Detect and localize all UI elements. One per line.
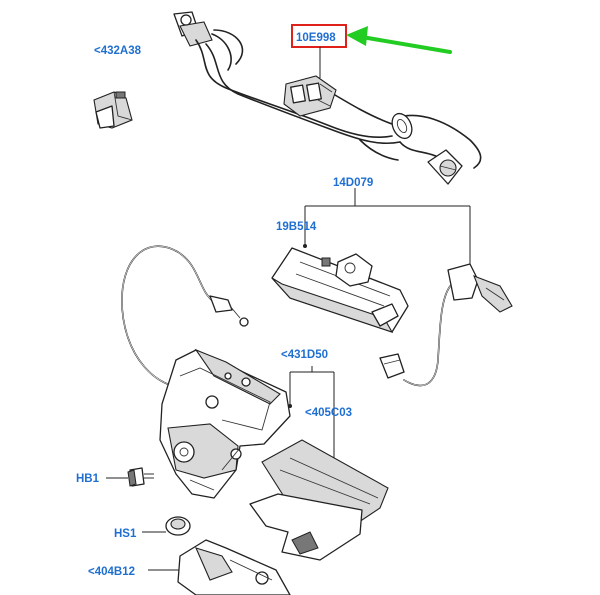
- switch-housing-19B514: [271, 247, 409, 333]
- green-arrow-icon: [346, 26, 452, 54]
- bolt-HB1: [106, 467, 154, 487]
- highlight-box: [291, 24, 347, 48]
- latch-assembly-431D50: [159, 348, 291, 499]
- label-HB1: HB1: [76, 473, 100, 485]
- leader-431D50: [289, 366, 335, 470]
- clip-432A38: [93, 91, 133, 129]
- bulb-holder-top-left: [173, 11, 213, 47]
- label-14D079: 14D079: [333, 177, 373, 189]
- switch-wire-connector: [379, 263, 513, 387]
- bulb-holder-right: [427, 149, 463, 185]
- harness-connector: [283, 75, 337, 117]
- release-cable: [121, 245, 249, 389]
- label-10E998: 10E998: [296, 32, 336, 44]
- striker-plate-405C03: [249, 439, 389, 561]
- nut-HS1: [142, 516, 191, 536]
- bracket-404B12: [148, 539, 291, 595]
- label-404B12: <404B12: [88, 566, 135, 578]
- label-19B514: 19B514: [276, 221, 317, 233]
- label-HS1: HS1: [114, 528, 137, 540]
- wiring-harness-10E998: [173, 11, 482, 185]
- label-405C03: <405C03: [305, 407, 352, 419]
- leader-14D079: [304, 188, 471, 272]
- label-432A38: <432A38: [94, 45, 142, 57]
- label-431D50: <431D50: [281, 349, 328, 361]
